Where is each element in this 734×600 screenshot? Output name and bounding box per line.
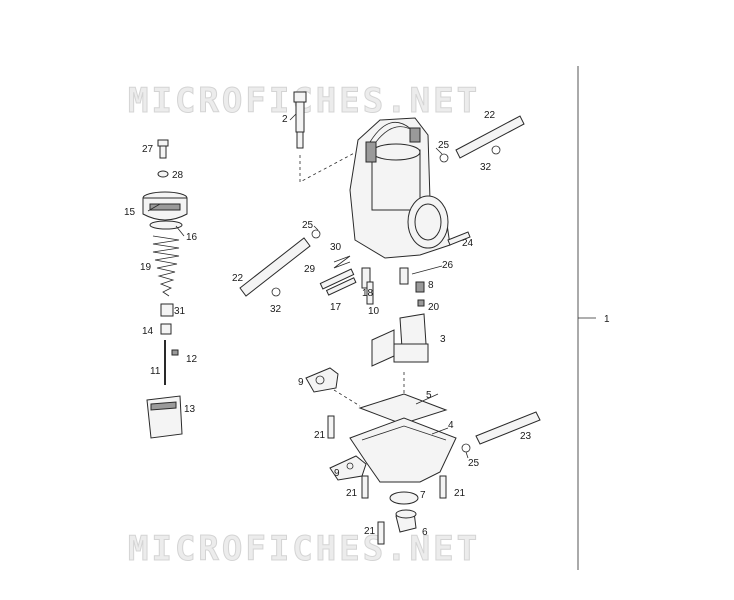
callout-22b: 22 (232, 273, 244, 284)
callout-21a: 21 (314, 430, 326, 441)
callout-27: 27 (142, 144, 154, 155)
vent-hoses (239, 115, 541, 445)
idle-adjust-screw (293, 91, 361, 183)
callout-14: 14 (142, 326, 154, 337)
float-bowl (333, 372, 457, 483)
callout-18: 18 (362, 288, 374, 299)
callout-7: 7 (420, 490, 426, 501)
callout-labels: 1 2 3 4 5 6 7 8 9 9 10 11 12 13 14 15 16… (124, 110, 610, 538)
callout-9b: 9 (334, 468, 340, 479)
callout-32b: 32 (270, 304, 282, 315)
callout-5: 5 (426, 390, 432, 401)
callout-13: 13 (184, 404, 196, 415)
slide-assembly (142, 139, 188, 439)
watermark-bottom: MICROFICHES.NET (128, 529, 480, 569)
callout-25c: 25 (468, 458, 480, 469)
callout-4: 4 (448, 420, 454, 431)
callout-23: 23 (520, 431, 532, 442)
bowl-screws-and-drain (327, 415, 447, 545)
callout-12: 12 (186, 354, 198, 365)
callout-21d: 21 (364, 526, 376, 537)
callout-15: 15 (124, 207, 136, 218)
callout-19: 19 (140, 262, 152, 273)
callout-24: 24 (462, 238, 474, 249)
assembly-bracket (577, 66, 596, 570)
jets-and-screws (311, 153, 471, 453)
leader-lines (147, 113, 469, 459)
callout-20: 20 (428, 302, 440, 313)
callout-32a: 32 (480, 162, 492, 173)
callout-29: 29 (304, 264, 316, 275)
callout-3: 3 (440, 334, 446, 345)
callout-30: 30 (330, 242, 342, 253)
callout-28: 28 (172, 170, 184, 181)
callout-11: 11 (150, 366, 161, 377)
float (371, 313, 429, 367)
callout-25b: 25 (302, 220, 314, 231)
callout-8: 8 (428, 280, 434, 291)
callout-21b: 21 (346, 488, 358, 499)
callout-22a: 22 (484, 110, 496, 121)
callout-9a: 9 (298, 377, 304, 388)
callout-26: 26 (442, 260, 454, 271)
mounting-brackets (305, 367, 367, 481)
callout-31: 31 (174, 306, 186, 317)
callout-10: 10 (368, 306, 380, 317)
callout-21c: 21 (454, 488, 466, 499)
callout-1: 1 (604, 314, 610, 325)
callout-16: 16 (186, 232, 198, 243)
carburetor-body (349, 117, 451, 259)
callout-25a: 25 (438, 140, 450, 151)
callout-6: 6 (422, 527, 428, 538)
callout-2: 2 (282, 114, 288, 125)
callout-17: 17 (330, 302, 342, 313)
